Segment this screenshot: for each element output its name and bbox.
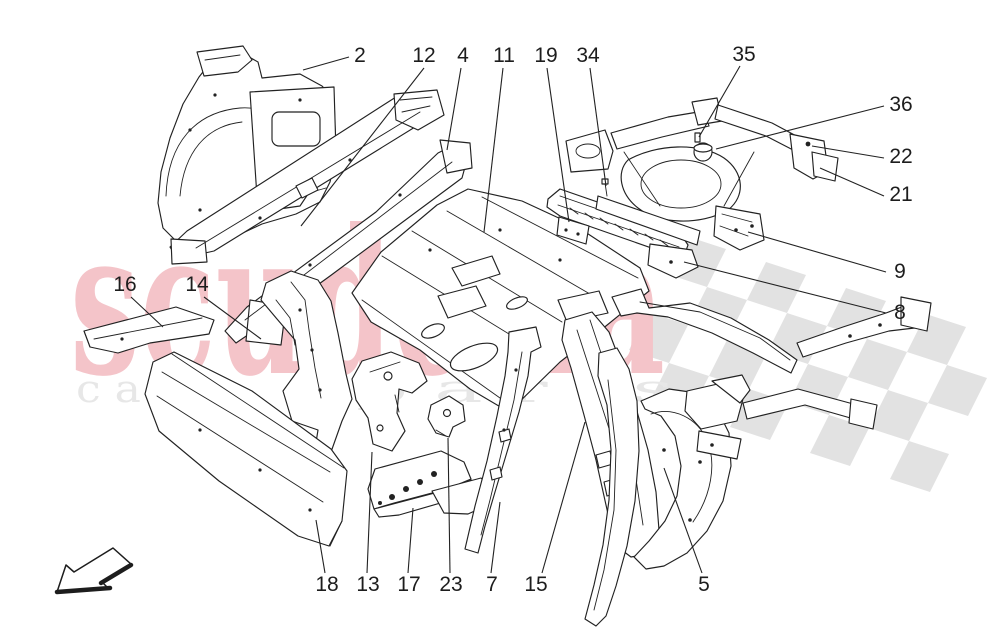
part-12-rail-drawing [169,89,445,265]
part-23-bracket-drawing [427,395,466,438]
leader-line-11 [483,67,504,233]
part-label-35[interactable]: 35 [732,43,755,66]
part-label-13[interactable]: 13 [356,573,379,596]
flag-cell [890,441,949,492]
flag-cell [629,312,688,363]
part-label-34[interactable]: 34 [576,44,600,67]
part-16-sill-strip-drawing [83,306,215,354]
flag-cell [810,415,869,466]
part-label-19[interactable]: 19 [534,44,557,67]
part-label-7[interactable]: 7 [486,573,498,596]
leader-line-5 [663,467,703,574]
part-label-8[interactable]: 8 [894,301,906,324]
part-label-36[interactable]: 36 [889,93,912,116]
leader-line-17 [407,507,414,574]
leader-line-4 [446,67,462,151]
leader-line-22 [811,145,885,159]
leader-line-16 [130,296,164,328]
leader-line-15 [541,421,586,574]
part-label-12[interactable]: 12 [412,44,435,67]
flag-cell [928,365,987,416]
part-label-18[interactable]: 18 [315,573,338,596]
part-18-crossmember-drawing [144,351,348,547]
part-label-2[interactable]: 2 [354,44,366,67]
part-label-23[interactable]: 23 [439,573,462,596]
leader-line-35 [698,65,741,138]
part-label-14[interactable]: 14 [185,273,209,296]
part-label-9[interactable]: 9 [894,260,906,283]
part-13-bracket-drawing [351,351,428,452]
flag-cell [869,390,928,441]
leader-line-9 [747,231,887,273]
part-label-11[interactable]: 11 [493,44,515,67]
part-label-17[interactable]: 17 [397,573,420,596]
part-label-4[interactable]: 4 [457,44,469,67]
leader-line-7 [490,501,501,574]
part-21-tow-bar-drawing [691,97,839,182]
direction-arrow [54,547,134,595]
leader-line-12 [300,67,425,227]
quarter-arm-drawing [611,288,798,374]
leader-line-18 [315,519,326,574]
part-label-16[interactable]: 16 [113,273,136,296]
leader-line-21 [819,167,885,197]
part-label-5[interactable]: 5 [698,573,710,596]
leader-line-19 [546,67,570,223]
leader-line-36 [715,105,885,150]
part-label-22[interactable]: 22 [889,145,912,168]
leader-line-14 [203,296,262,340]
flag-cell [848,339,907,390]
leader-line-13 [366,451,373,574]
part-5-wheelhouse-right-drawing [584,347,878,627]
part-label-15[interactable]: 15 [524,573,547,596]
leader-line-2 [302,56,350,71]
leader-line-8 [683,261,887,314]
part-7-rocker-rail-drawing [464,326,542,554]
rear-subframe-drawing [565,110,765,279]
leader-line-34 [589,67,607,187]
right-beam-drawing [796,296,932,358]
part-label-21[interactable]: 21 [889,183,912,206]
leader-line-23 [447,437,451,574]
flag-cell [747,262,806,313]
part-11-floor-panel-drawing [351,188,650,413]
